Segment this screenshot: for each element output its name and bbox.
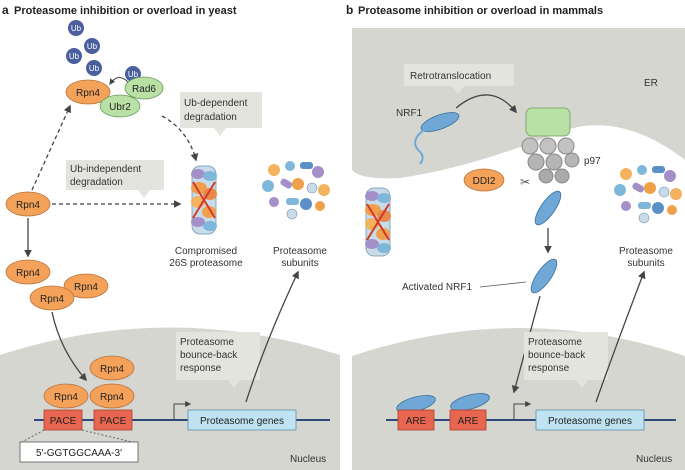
- ubr2-complex: Rpn4 Rad6 Ubr2: [65, 76, 164, 118]
- are-1-label: ARE: [406, 416, 427, 427]
- are-1: [397, 409, 435, 431]
- rpn4-acc-1: Rpn4: [16, 268, 40, 279]
- arrow-ub-dependent: [161, 115, 199, 162]
- panel-b-title: Proteasome inhibition or overload in mam…: [358, 5, 603, 17]
- bounce-callout-b: [524, 332, 608, 388]
- subunits-a-1: Proteasome: [273, 246, 327, 257]
- pace-1: [43, 409, 83, 431]
- rpn4-nuc-3: Rpn4: [100, 392, 124, 403]
- ub-independent-callout: [66, 160, 164, 198]
- nrf1-er: [420, 112, 460, 132]
- subunits-b-2: subunits: [627, 258, 664, 269]
- ub-2: Ub: [87, 42, 98, 51]
- pace-1-label: PACE: [50, 416, 77, 427]
- genes-box-b: [535, 409, 645, 431]
- sequence-box: [19, 441, 139, 463]
- rpn4-nuc-1: Rpn4: [100, 364, 124, 375]
- rpn4-nuc-2: Rpn4: [54, 392, 78, 403]
- activated-nrf1-label: Activated NRF1: [402, 282, 472, 293]
- subunits-a-2: subunits: [281, 258, 318, 269]
- arrow-to-subunits-a: [245, 270, 299, 403]
- nrf1-activated: [530, 258, 558, 294]
- ub-3: Ub: [69, 52, 80, 61]
- proteasome-b: [364, 187, 392, 257]
- ub-dependent-1: Ub-dependent: [184, 98, 248, 109]
- ddi2-label: DDI2: [473, 176, 496, 187]
- are-2: [449, 409, 487, 431]
- nrf1-label: NRF1: [396, 108, 423, 119]
- subunits-b-1: Proteasome: [619, 246, 673, 257]
- compromised-2: 26S proteasome: [169, 258, 243, 269]
- pace-2: [93, 409, 133, 431]
- panel-a-letter: a: [2, 3, 9, 17]
- nucleus-label-a: Nucleus: [290, 454, 326, 465]
- bounce-b-1: Proteasome: [528, 337, 582, 348]
- bounce-callout-a: [176, 332, 260, 388]
- genes-box-a: [187, 409, 297, 431]
- bounce-a-3: response: [180, 363, 222, 374]
- are-2-label: ARE: [458, 416, 479, 427]
- ub-4: Ub: [89, 64, 100, 73]
- panel-a: a Proteasome inhibition or overload in y…: [0, 3, 340, 470]
- rad6-label: Rad6: [132, 84, 156, 95]
- ubr2-label: Ubr2: [109, 102, 131, 113]
- nrf1-cleaved: [534, 190, 562, 226]
- nucleus-label-b: Nucleus: [636, 454, 672, 465]
- compromised-proteasome: [190, 165, 218, 235]
- ub-1: Ub: [71, 24, 82, 33]
- rpn4-free-label: Rpn4: [16, 200, 40, 211]
- compromised-1: Compromised: [175, 246, 237, 257]
- proteasome-subunits-a: [261, 160, 331, 220]
- ub-5: Ub: [128, 70, 139, 79]
- genes-b-label: Proteasome genes: [548, 416, 632, 427]
- scissors-icon: ✂: [520, 175, 530, 189]
- panel-a-title: Proteasome inhibition or overload in yea…: [14, 5, 237, 17]
- tss-arrow-b: [513, 401, 532, 420]
- bounce-a-2: bounce-back: [180, 350, 238, 361]
- bounce-a-1: Proteasome: [180, 337, 234, 348]
- retro-label: Retrotranslocation: [410, 71, 491, 82]
- rpn4-acc-3: Rpn4: [40, 294, 64, 305]
- nucleus-region-b: [352, 328, 685, 470]
- bounce-b-3: response: [528, 363, 570, 374]
- ub-independent-2: degradation: [70, 177, 123, 188]
- arrow-to-complex: [31, 104, 71, 191]
- pace-sequence: 5′-GGTGGCAAA-3′: [36, 448, 122, 459]
- ddi2: [463, 168, 505, 192]
- genes-a-label: Proteasome genes: [200, 416, 284, 427]
- nrf1-bound-2: [450, 393, 490, 411]
- rpn4-free: [5, 191, 51, 217]
- arrow-into-nucleus-a: [51, 311, 88, 382]
- rpn4-bound: Rpn4: [76, 88, 100, 99]
- proteasome-subunits-b: [613, 164, 683, 224]
- panel-b: b Proteasome inhibition or overload in m…: [346, 3, 685, 470]
- arrow-to-subunits-b: [595, 270, 646, 403]
- bounce-b-2: bounce-back: [528, 350, 586, 361]
- p97-hexamer: [521, 137, 580, 184]
- ub-dependent-callout: [180, 92, 262, 136]
- er-label: ER: [644, 78, 658, 89]
- panel-b-letter: b: [346, 3, 353, 17]
- er-region: [352, 28, 685, 179]
- arrow-retro: [455, 94, 517, 114]
- ub-dependent-2: degradation: [184, 112, 237, 123]
- p97-label: p97: [584, 156, 601, 167]
- retro-callout: [404, 64, 514, 94]
- tss-arrow-a: [173, 401, 192, 420]
- translocon: [525, 107, 571, 137]
- ub-independent-1: Ub-independent: [70, 164, 141, 175]
- rpn4-acc-2: Rpn4: [74, 282, 98, 293]
- ubiquitin-chain: Ub Ub Ub Ub Ub: [66, 20, 141, 85]
- pace-2-label: PACE: [100, 416, 127, 427]
